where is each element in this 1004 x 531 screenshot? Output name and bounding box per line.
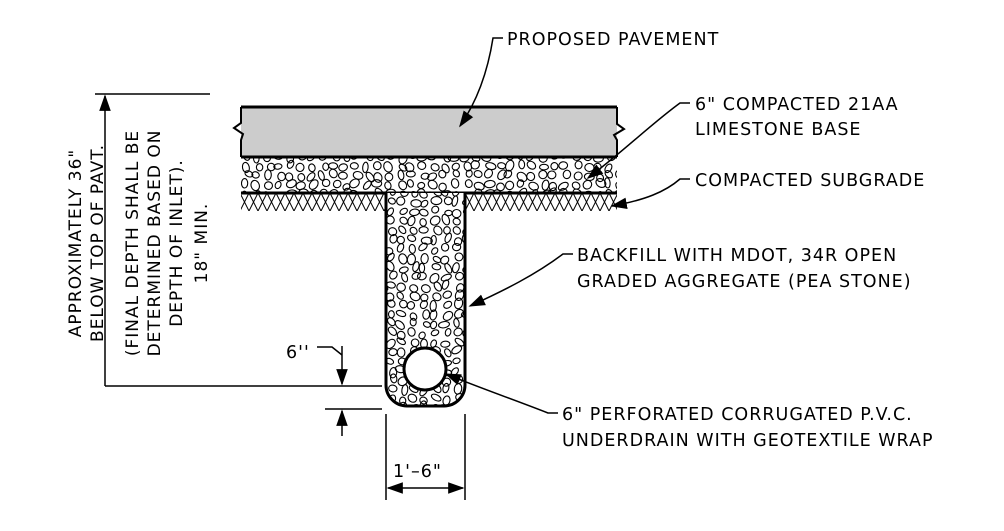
depth-note-line3: (FINAL DEPTH SHALL BE (123, 130, 143, 356)
trench-width-dimension: 1'–6" (393, 462, 442, 482)
pavement-leader (459, 37, 503, 128)
underdrain-leader (444, 373, 558, 414)
pavement-label: PROPOSED PAVEMENT (507, 30, 719, 50)
backfill-label-line2: GRADED AGGREGATE (PEA STONE) (577, 272, 912, 292)
subgrade-label: COMPACTED SUBGRADE (695, 171, 925, 191)
depth-note-line2: BELOW TOP OF PAVT. (88, 144, 108, 342)
base-label-line1: 6" COMPACTED 21AA (695, 95, 899, 115)
left-break-line (232, 107, 245, 157)
bedding-dimension: 6'' (286, 343, 310, 363)
trench-outline (384, 193, 467, 408)
underdrain-pipe (402, 346, 448, 392)
depth-note-line1: APPROXIMATELY 36" (66, 149, 86, 337)
depth-note-line4: DETERMINED BASED ON (145, 130, 165, 357)
right-break-line (612, 107, 626, 157)
base-label-line2: LIMESTONE BASE (695, 120, 862, 140)
depth-note-line6: 18" MIN. (192, 203, 212, 284)
pavement-layer (241, 107, 617, 157)
bedding-leader (317, 346, 343, 356)
subgrade-leader (610, 178, 690, 210)
backfill-label-line1: BACKFILL WITH MDOT, 34R OPEN (577, 246, 897, 266)
base-leader (586, 102, 690, 179)
underdrain-label-line1: 6" PERFORATED CORRUGATED P.V.C. (562, 405, 913, 425)
backfill-leader (468, 253, 573, 307)
depth-note-line5: DEPTH OF INLET). (167, 159, 187, 327)
underdrain-label-line2: UNDERDRAIN WITH GEOTEXTILE WRAP (562, 431, 934, 451)
